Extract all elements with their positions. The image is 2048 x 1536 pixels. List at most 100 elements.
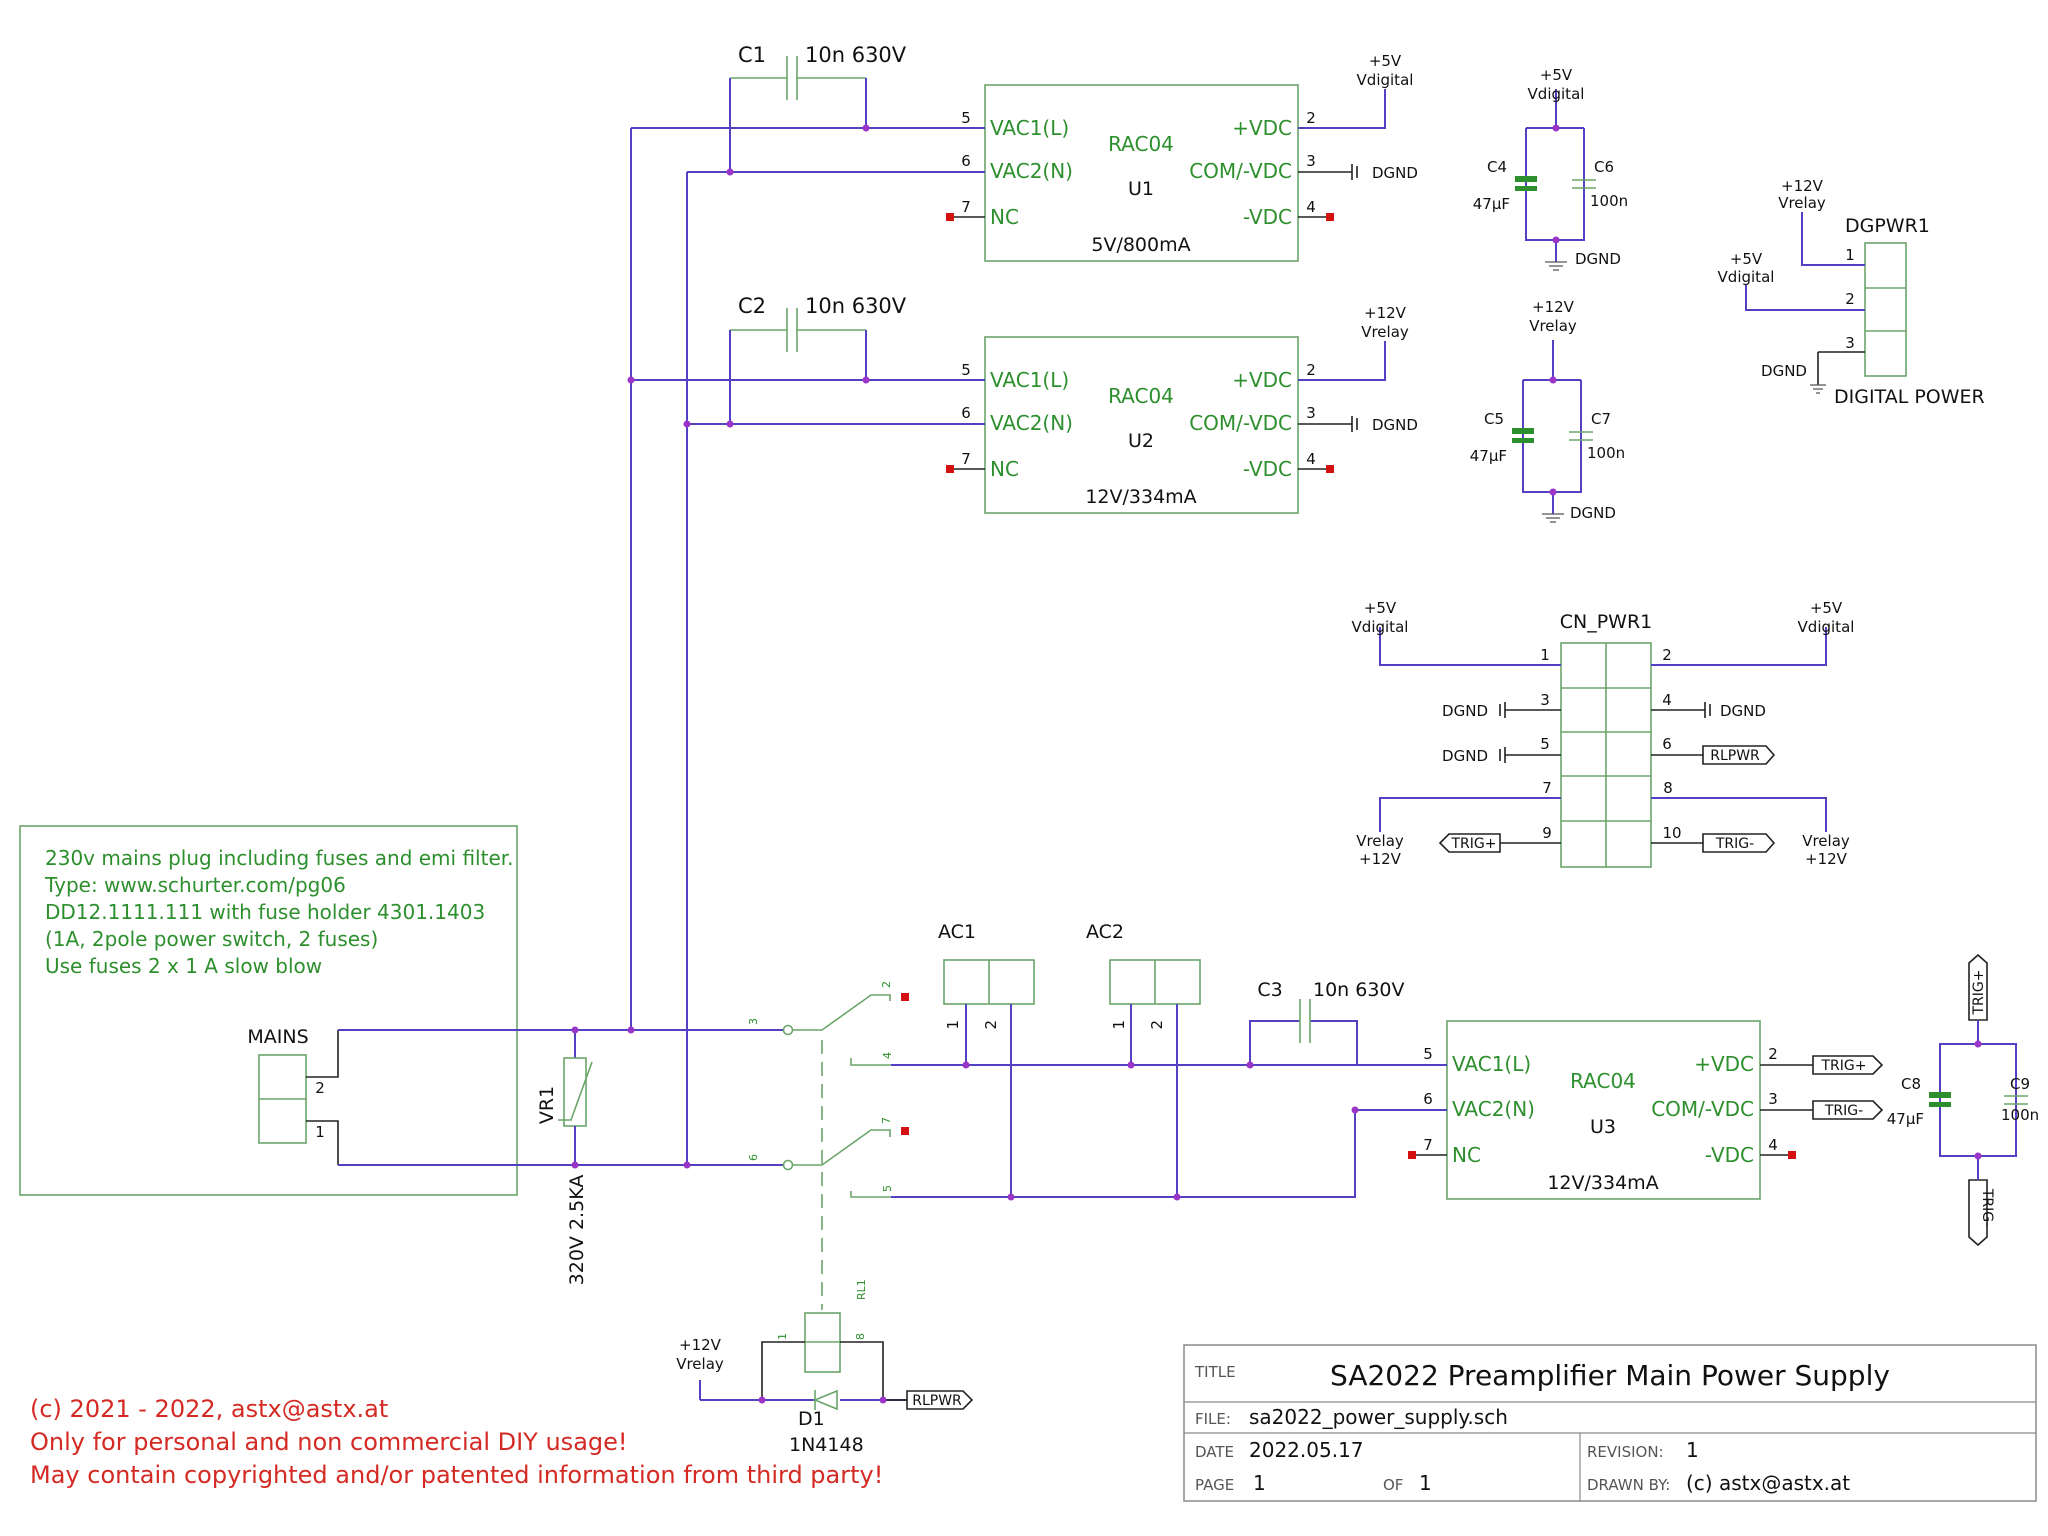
svg-text:DATE: DATE [1195, 1443, 1234, 1461]
c4-ref: C4 [1487, 158, 1507, 176]
c9-ref: C9 [2010, 1075, 2030, 1093]
svg-text:7: 7 [1542, 779, 1552, 797]
svg-text:DGND: DGND [1761, 362, 1807, 380]
c6-value: 100n [1590, 192, 1628, 210]
svg-text:Only for personal and non comm: Only for personal and non commercial DIY… [30, 1428, 628, 1456]
svg-text:+12V: +12V [1805, 850, 1848, 868]
svg-text:PAGE: PAGE [1195, 1476, 1234, 1494]
unconnected-marker [1326, 213, 1334, 221]
svg-text:Use fuses 2 x 1 A slow blow: Use fuses 2 x 1 A slow blow [45, 954, 322, 978]
u3-value: 12V/334mA [1547, 1172, 1658, 1194]
vr1-value: 320V 2.5KA [566, 1175, 588, 1286]
unconnected-marker [1408, 1151, 1416, 1159]
mains-ref: MAINS [247, 1026, 308, 1048]
dgpwr1-caption: DIGITAL POWER [1834, 386, 1985, 408]
c7-value: 100n [1587, 444, 1625, 462]
svg-text:3: 3 [1540, 691, 1550, 709]
svg-text:Vrelay: Vrelay [1778, 194, 1826, 212]
c3-value: 10n 630V [1313, 979, 1405, 1001]
u3-pin-num: 3 [1768, 1090, 1778, 1108]
u1-pin-num: 4 [1306, 198, 1316, 216]
svg-text:DD12.1111.111 with fuse holder: DD12.1111.111 with fuse holder 4301.1403 [45, 900, 485, 924]
c9-value: 100n [2001, 1106, 2039, 1124]
svg-text:Vrelay: Vrelay [1361, 323, 1409, 341]
u3-pin-vdcneg-label: -VDC [1705, 1143, 1754, 1167]
svg-text:(c) 2021 - 2022, astx@astx.at: (c) 2021 - 2022, astx@astx.at [30, 1395, 388, 1423]
svg-text:FILE:: FILE: [1195, 1410, 1231, 1428]
u1-pin-nc-label: NC [990, 205, 1019, 229]
svg-text:4: 4 [1662, 691, 1672, 709]
d1-value: 1N4148 [789, 1434, 864, 1456]
svg-text:+5V: +5V [1369, 52, 1402, 70]
svg-text:Vrelay: Vrelay [1529, 317, 1577, 335]
u3-pin-vdcpos-label: +VDC [1694, 1052, 1754, 1076]
svg-text:1: 1 [944, 1020, 962, 1030]
svg-text:3: 3 [747, 1018, 760, 1025]
svg-text:Vrelay: Vrelay [676, 1355, 724, 1373]
svg-text:+12V: +12V [1781, 177, 1824, 195]
svg-text:5: 5 [1540, 735, 1550, 753]
u1-pin-num: 6 [961, 152, 971, 170]
trig-neg-net-label: TRIG- [1715, 836, 1754, 852]
svg-text:1: 1 [315, 1123, 325, 1141]
c8-ref: C8 [1901, 1075, 1921, 1093]
svg-text:2: 2 [982, 1020, 1000, 1030]
svg-text:DGND: DGND [1442, 702, 1488, 720]
u1-part: RAC04 [1108, 132, 1174, 156]
u1-pin-vdcpos-label: +VDC [1232, 116, 1292, 140]
svg-text:Vrelay: Vrelay [1356, 832, 1404, 850]
u3-pin-num: 7 [1423, 1136, 1433, 1154]
u2-pin-com-label: COM/-VDC [1189, 411, 1292, 435]
file-name: sa2022_power_supply.sch [1249, 1405, 1508, 1429]
u1-ref: U1 [1128, 178, 1154, 200]
dgpwr1-ref: DGPWR1 [1845, 215, 1930, 237]
u2-part: RAC04 [1108, 384, 1174, 408]
svg-text:1: 1 [1845, 246, 1855, 264]
u2-pin-vdcpos-label: +VDC [1232, 368, 1292, 392]
c4-c6-decoupling: +5V Vdigital C4 47µF C6 100n DGND [1473, 66, 1628, 271]
svg-text:+5V: +5V [1730, 250, 1763, 268]
svg-text:Vdigital: Vdigital [1352, 618, 1409, 636]
module-u3: VAC1(L) VAC2(N) NC +VDC COM/-VDC -VDC RA… [1408, 1020, 1796, 1200]
svg-text:2: 2 [880, 981, 893, 988]
trig-pos-net-label: TRIG+ [1451, 836, 1497, 852]
u2-pin-num: 7 [961, 450, 971, 468]
svg-text:+5V: +5V [1540, 66, 1573, 84]
u3-pin-num: 5 [1423, 1045, 1433, 1063]
cn-pwr1-connector: 1 2 3 4 5 6 7 8 9 10 CN_PWR1 +5V Vdigita… [1352, 599, 1855, 868]
d1-ref: D1 [798, 1408, 825, 1430]
u1-pin-num: 2 [1306, 109, 1316, 127]
title-block: TITLE SA2022 Preamplifier Main Power Sup… [1183, 1344, 2037, 1502]
unconnected-marker [901, 993, 909, 1001]
page-number: 1 [1253, 1471, 1266, 1495]
svg-text:8: 8 [854, 1333, 867, 1340]
u1-pin-com-label: COM/-VDC [1189, 159, 1292, 183]
svg-text:+5V: +5V [1364, 599, 1397, 617]
u2-pin-vac2-label: VAC2(N) [990, 411, 1073, 435]
unconnected-marker [1788, 1151, 1796, 1159]
c2-value: 10n 630V [805, 294, 907, 318]
c3-filter-cap: C3 10n 630V [1249, 979, 1405, 1064]
svg-text:1: 1 [776, 1333, 789, 1340]
u2-pin-vac1-label: VAC1(L) [990, 368, 1069, 392]
c1-filter-cap: C1 10n 630V [729, 43, 907, 172]
svg-text:1: 1 [1110, 1020, 1128, 1030]
svg-text:TRIG+: TRIG+ [1821, 1058, 1867, 1074]
c2-ref: C2 [738, 294, 766, 318]
rlpwr-net-label: RLPWR [1710, 748, 1760, 764]
revision: 1 [1686, 1438, 1699, 1462]
u1-power-flag: +5V Vdigital DGND [1357, 52, 1418, 182]
module-u1: VAC1(L) VAC2(N) NC +VDC COM/-VDC -VDC RA… [946, 84, 1334, 262]
svg-text:Type: www.schurter.com/pg06: Type: www.schurter.com/pg06 [44, 873, 346, 897]
mains-connector: MAINS 2 1 [247, 1026, 339, 1165]
ac2-connector: AC2 1 2 [1086, 921, 1201, 1030]
sheet-title: SA2022 Preamplifier Main Power Supply [1330, 1359, 1890, 1392]
u3-pin-vac1-label: VAC1(L) [1452, 1052, 1531, 1076]
svg-text:DGND: DGND [1442, 747, 1488, 765]
u3-pin-num: 2 [1768, 1045, 1778, 1063]
u2-pin-nc-label: NC [990, 457, 1019, 481]
svg-text:Vdigital: Vdigital [1357, 71, 1414, 89]
svg-text:OF: OF [1383, 1476, 1403, 1494]
svg-text:TRIG-: TRIG- [1979, 1188, 1995, 1227]
